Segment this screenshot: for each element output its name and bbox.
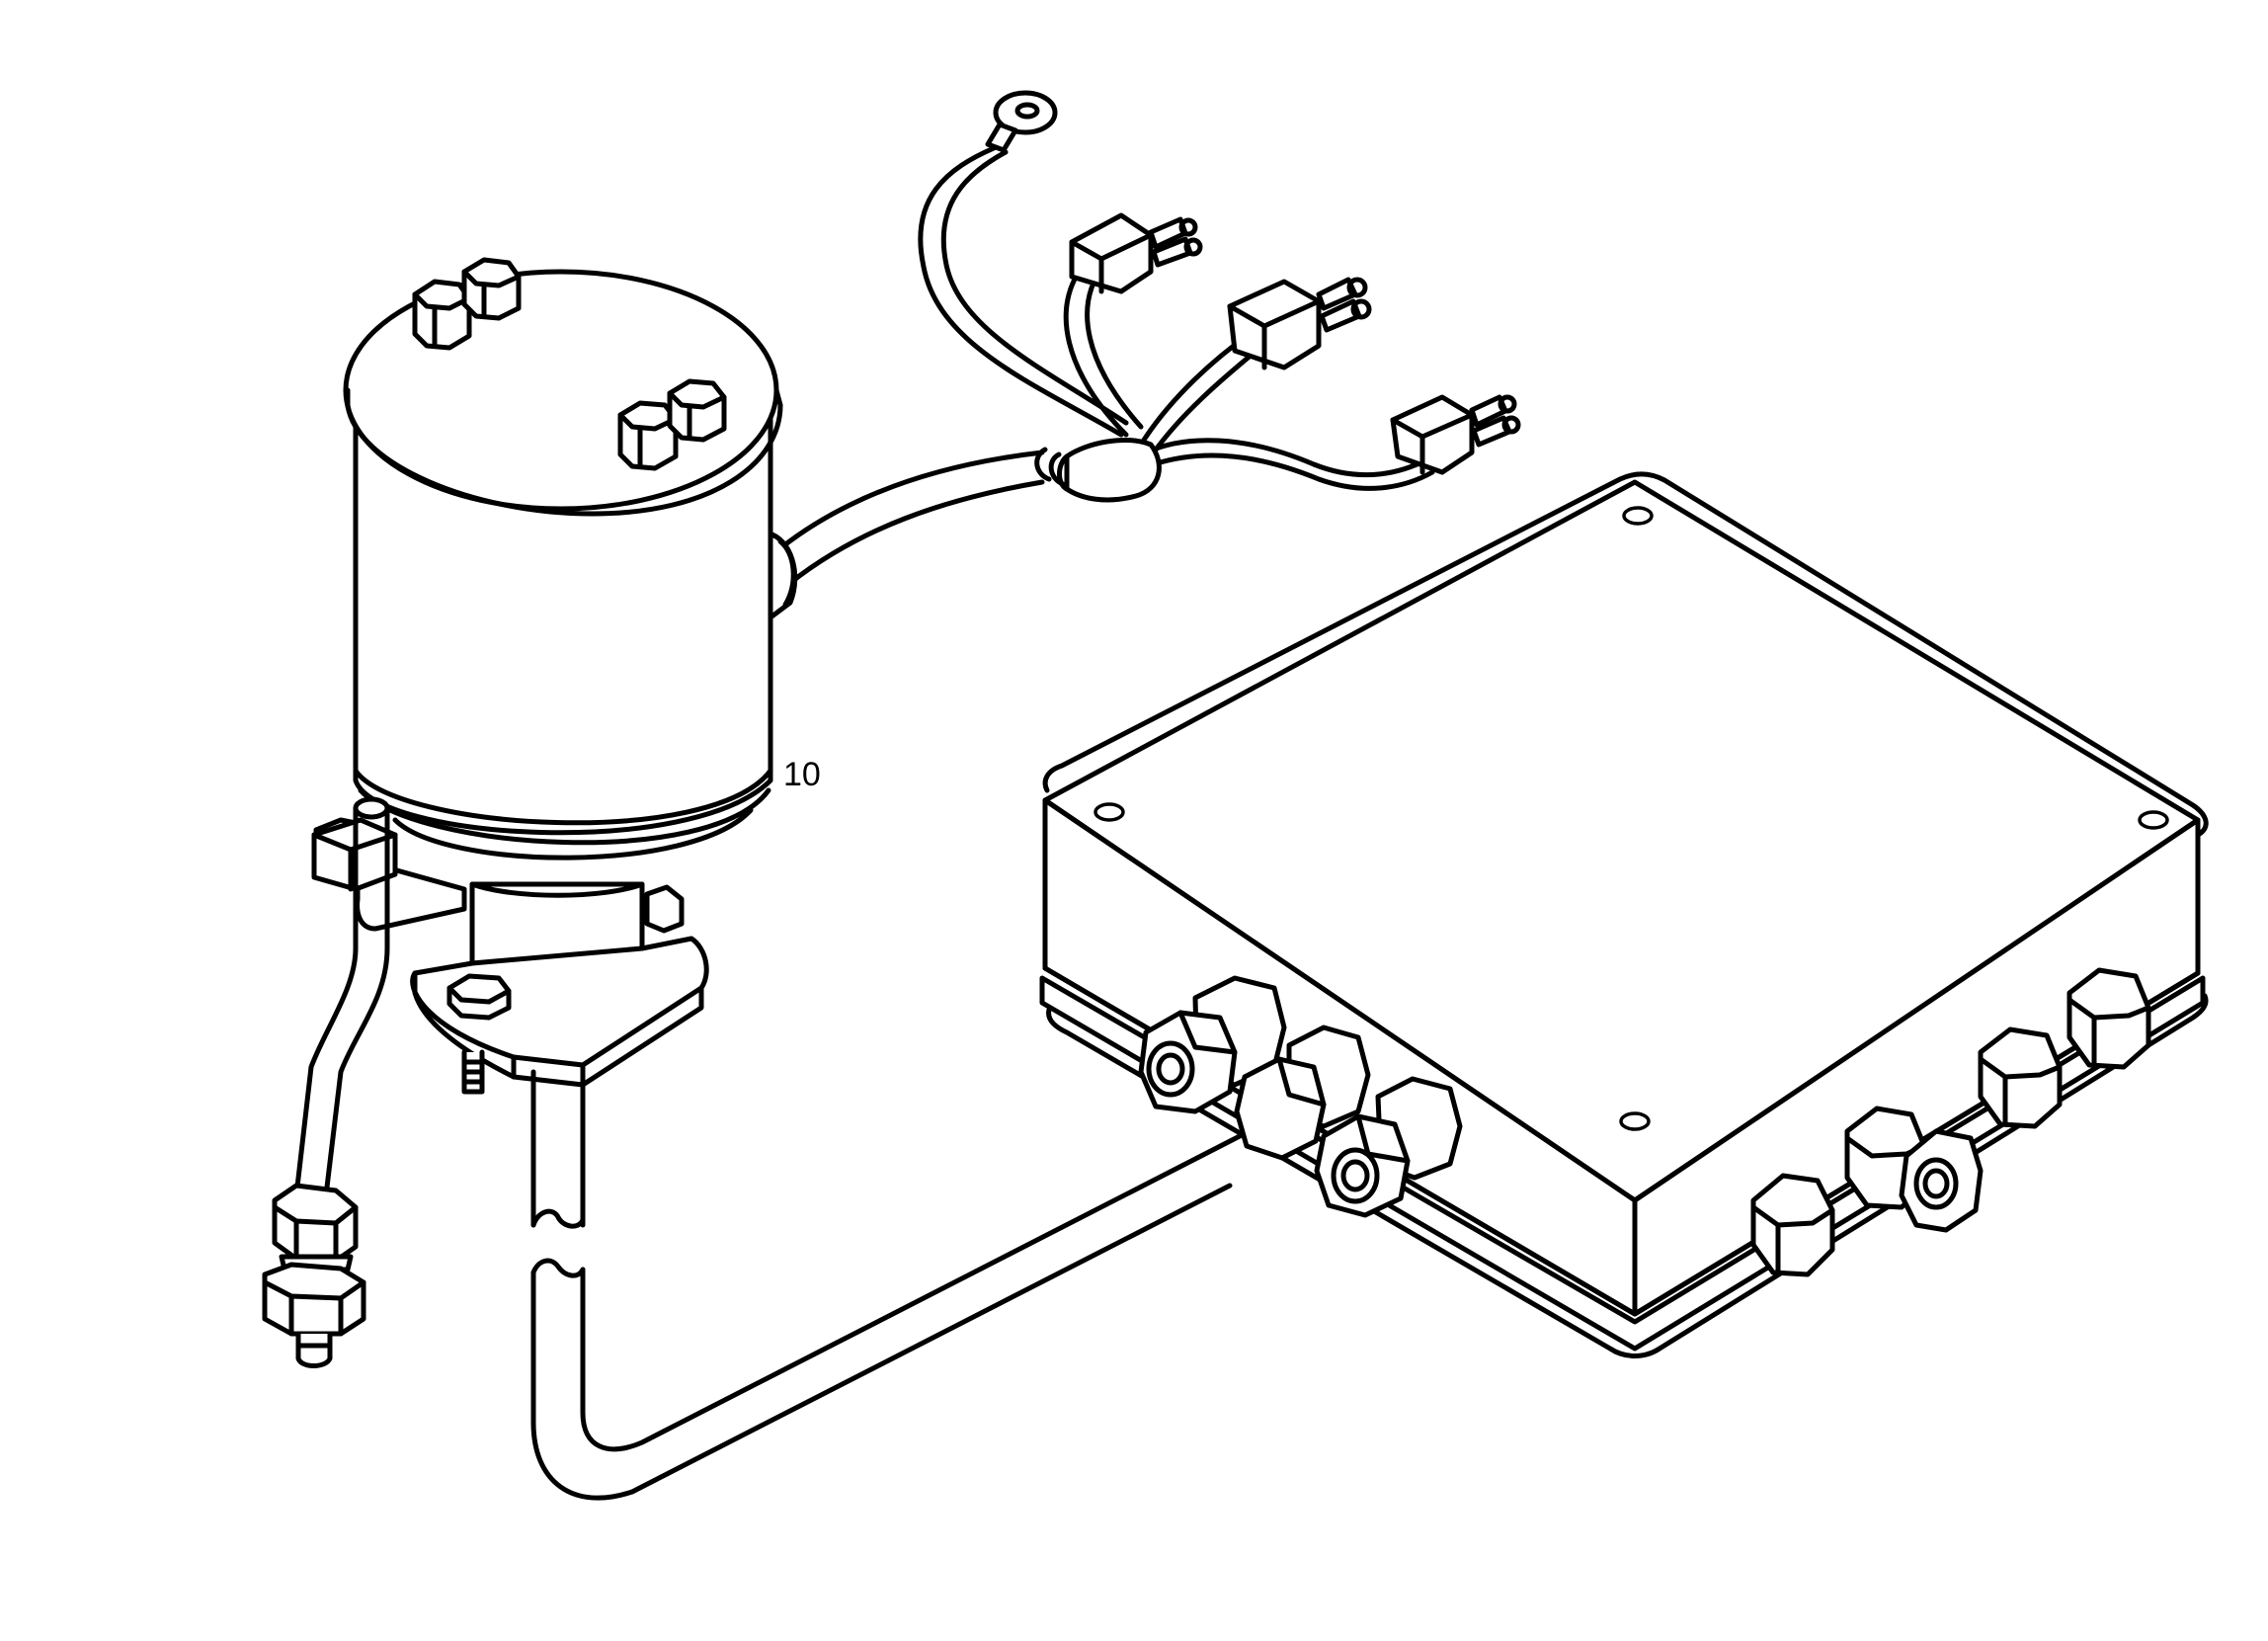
- connector-plug-1: [1069, 212, 1203, 294]
- blank-nut-right-3: [2066, 967, 2151, 1070]
- blank-nut-right-1: [1750, 1173, 1835, 1277]
- connector-plug-2: [1227, 277, 1372, 370]
- cable-gland-left-1: [1138, 975, 1287, 1114]
- terminal-nut-3: [617, 400, 679, 471]
- flange-bolt: [446, 973, 512, 1021]
- terminal-nut-2: [461, 257, 522, 321]
- junction-box: [1039, 471, 2209, 1358]
- blank-nut-right-2: [1978, 1026, 2063, 1129]
- wiring-harness: [918, 90, 1521, 503]
- harness-cable: [777, 450, 1045, 586]
- cable-gland-left-3: [1314, 1076, 1463, 1218]
- cable-gland-right-1: [1844, 1106, 1984, 1233]
- cylinder-unit: [313, 257, 798, 1229]
- connector-plug-3: [1390, 394, 1521, 475]
- terminal-nut-4: [667, 378, 727, 443]
- terminal-nut-1: [412, 279, 472, 351]
- cable-gland-left-2: [1234, 1025, 1371, 1161]
- conduit-cable: [530, 1133, 1243, 1501]
- sensor-probe: [262, 796, 398, 1368]
- callout-group: 10: [783, 756, 821, 793]
- callout-10: 10: [783, 756, 821, 793]
- ring-terminal: [985, 90, 1058, 153]
